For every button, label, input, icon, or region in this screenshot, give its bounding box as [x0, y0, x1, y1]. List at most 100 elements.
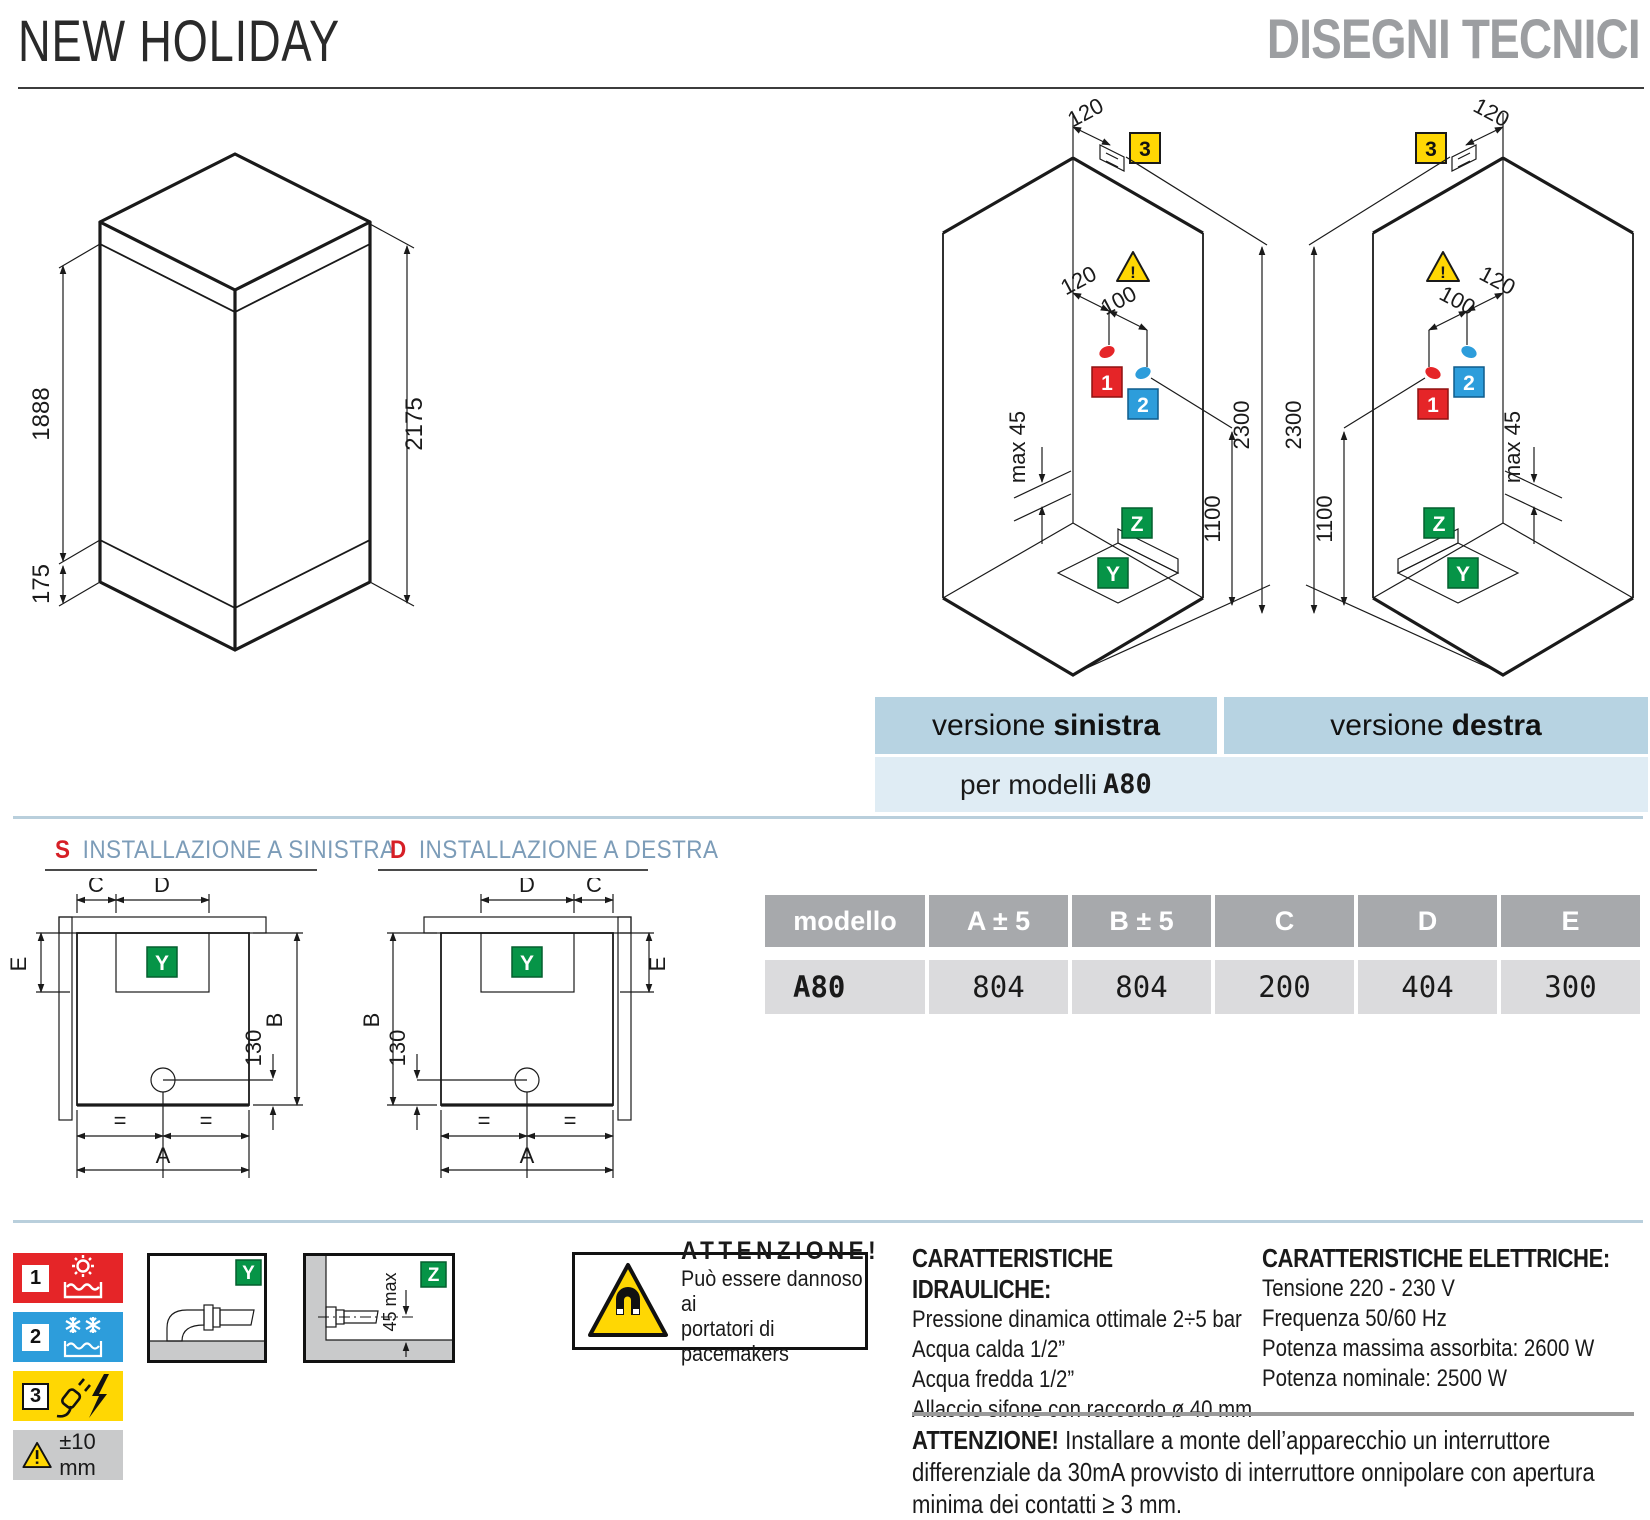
wall-top: [58, 916, 267, 934]
th-modello: modello: [765, 895, 925, 947]
wall-right: [617, 916, 632, 1121]
marker-3-power: [1129, 132, 1161, 164]
footer-warning: ATTENZIONE! Installare a monte dell’appa…: [912, 1425, 1595, 1519]
diagram-destra: 120 3 ! 120 100 2 1 1100 2300 max 45 Z: [1281, 95, 1634, 677]
th-a: A ± 5: [929, 895, 1068, 947]
plan-left-header: S INSTALLAZIONE A SINISTRA: [55, 836, 396, 864]
wall-fitting-drawing: 45 max Z: [306, 1256, 452, 1360]
shower-tray: [1396, 542, 1520, 604]
shower-tray: [1056, 542, 1180, 604]
dim-2300: 2300: [1229, 401, 1254, 450]
dim-max45: max 45: [1005, 411, 1030, 483]
svg-text:=: =: [478, 1108, 491, 1133]
svg-text:1: 1: [1427, 394, 1439, 417]
cabin-dimensions: 1888 175 2175: [28, 223, 428, 607]
dim-D: D: [519, 878, 535, 897]
dimension-table-header: modello A ± 5 B ± 5 C D E: [765, 895, 1640, 947]
section-title: DISEGNI TECNICI: [1267, 7, 1641, 70]
glass-panel-left: [99, 243, 236, 609]
power-plug-icon: [56, 1374, 109, 1418]
socket-icon: [1451, 144, 1477, 172]
dim-1100: 1100: [1312, 495, 1337, 542]
td-e: 300: [1501, 960, 1640, 1014]
legend-cold-water: 2: [13, 1312, 123, 1362]
hydraulic-specs: CARATTERISTICHE IDRAULICHE: Pressione di…: [912, 1243, 1256, 1425]
svg-text:Y: Y: [1456, 563, 1470, 586]
divider-1: [13, 816, 1643, 819]
lightning-icon: [89, 1374, 109, 1418]
dim-C: C: [88, 878, 104, 897]
dim-A: A: [520, 1143, 535, 1168]
th-c: C: [1215, 895, 1354, 947]
svg-text:2: 2: [1137, 394, 1149, 417]
td-c: 200: [1215, 960, 1354, 1014]
marker-y: [1447, 557, 1479, 589]
svg-text:Z: Z: [1131, 513, 1144, 536]
socket-icon: [1099, 144, 1125, 172]
dim-tray-height: 175: [28, 564, 55, 604]
marker-1-hot: [1417, 388, 1449, 420]
svg-text:Z: Z: [1433, 513, 1446, 536]
svg-text:=: =: [564, 1108, 577, 1133]
tray-footprint: [480, 932, 575, 993]
dim-total-height: 2175: [401, 397, 428, 450]
dim-45max: 45 max: [380, 1272, 400, 1331]
svg-text:Y: Y: [155, 952, 169, 975]
dim-130: 130: [385, 1030, 410, 1067]
marker-2-cold: [1127, 388, 1159, 420]
warning-triangle-icon: [22, 1441, 52, 1469]
cold-water-outlet: [1461, 345, 1477, 359]
svg-text:!: !: [1440, 263, 1446, 282]
marker-z: [1121, 507, 1153, 539]
plan-right-header: D INSTALLAZIONE A DESTRA: [390, 836, 719, 864]
wall-left: [58, 916, 73, 1121]
diagram-sinistra: 120 3 ! 120 100 1 2 1100 2300 max 45: [942, 95, 1271, 677]
marker-3-power: [1415, 132, 1447, 164]
isometric-cabin-drawing: 1888 175 2175: [28, 152, 428, 652]
marker-1-hot: [1091, 366, 1123, 398]
td-a: 804: [929, 960, 1068, 1014]
dim-100-mid: 100: [1435, 281, 1479, 320]
footer-rule: [912, 1412, 1634, 1416]
svg-text:2: 2: [1463, 372, 1475, 395]
dim-D: D: [154, 878, 170, 897]
installation-diagrams: 120 3 ! 120 100 1 2 1100 2300 max 45: [942, 95, 1634, 677]
hydraulic-title: CARATTERISTICHE IDRAULICHE:: [912, 1243, 1113, 1304]
svg-text:=: =: [114, 1108, 127, 1133]
dim-130: 130: [241, 1030, 266, 1067]
divider-2: [13, 1220, 1643, 1223]
tray-left: [99, 538, 236, 652]
cold-water-outlet: [1135, 366, 1151, 380]
td-b: 804: [1072, 960, 1211, 1014]
hot-water-outlet: [1425, 366, 1441, 380]
tray-footprint: [115, 932, 210, 993]
svg-text:=: =: [200, 1108, 213, 1133]
dim-120-mid: 120: [1056, 261, 1100, 300]
dim-E: E: [10, 957, 31, 972]
cold-water-icon: [63, 1317, 103, 1358]
marker-y: [1097, 557, 1129, 589]
pacemaker-warning-box: ATTENZIONE! Può essere dannoso ai portat…: [572, 1237, 876, 1366]
magnet-warning-icon: [588, 1263, 668, 1337]
glass-panel-right: [234, 243, 371, 609]
electric-title: CARATTERISTICHE ELETTRICHE:: [1262, 1243, 1610, 1273]
marker-z: [1423, 507, 1455, 539]
svg-text:Z: Z: [428, 1265, 440, 1286]
dimension-table-row: A80 804 804 200 404 300: [765, 960, 1640, 1014]
th-e: E: [1501, 895, 1640, 947]
plan-right-drawing: Y D C E B 130 = = A: [359, 878, 670, 1178]
dim-2300: 2300: [1281, 401, 1306, 450]
dim-120-mid: 120: [1475, 261, 1519, 300]
dim-C: C: [586, 878, 602, 897]
dim-120-top-left: 120: [1063, 95, 1107, 132]
dim-B: B: [262, 1013, 287, 1028]
marker-2-cold: [1453, 366, 1485, 398]
svg-text:3: 3: [1139, 138, 1151, 161]
warning-title: ATTENZIONE!: [681, 1236, 881, 1265]
td-d: 404: [1358, 960, 1497, 1014]
electric-specs: CARATTERISTICHE ELETTRICHE: Tensione 220…: [1262, 1243, 1636, 1394]
svg-text:!: !: [1130, 263, 1136, 282]
dim-B: B: [359, 1013, 384, 1028]
header-rule: [18, 87, 1644, 89]
